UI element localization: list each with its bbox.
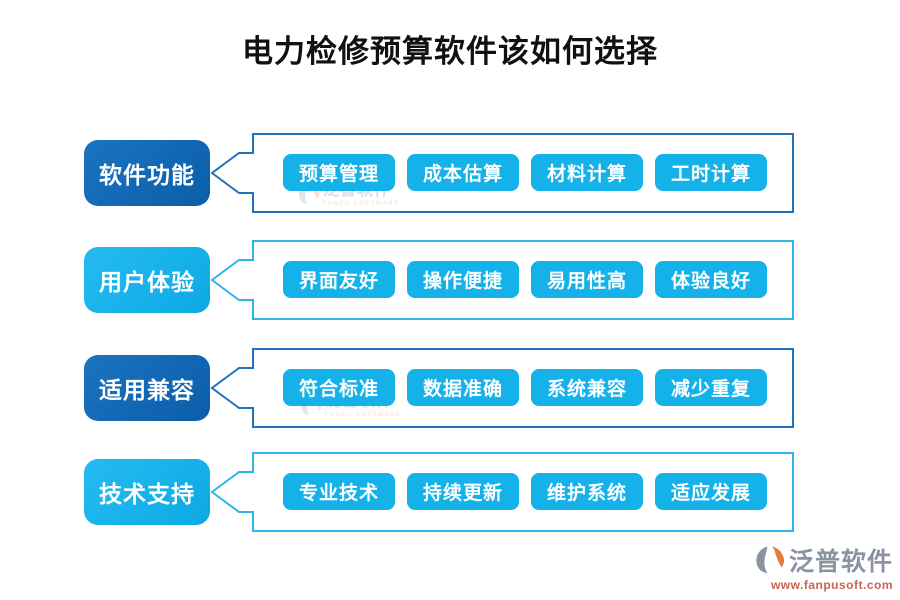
row-tech-support: 技术支持 专业技术 持续更新 维护系统 适应发展 [0, 452, 900, 532]
category-label-text: 用户体验 [99, 270, 195, 295]
brand-name: 泛普软件 [788, 549, 893, 576]
category-label-compatibility: 适用兼容 [84, 355, 210, 421]
feature-pill: 适应发展 [655, 473, 767, 510]
feature-pill: 系统兼容 [531, 369, 643, 406]
row-user-experience: 用户体验 界面友好 操作便捷 易用性高 体验良好 [0, 240, 900, 320]
page-title: 电力检修预算软件该如何选择 [242, 34, 658, 69]
category-label-text: 适用兼容 [99, 378, 195, 403]
feature-pill: 成本估算 [407, 154, 519, 191]
feature-pill: 符合标准 [283, 369, 395, 406]
feature-pill: 减少重复 [655, 369, 767, 406]
category-label-user-experience: 用户体验 [84, 247, 210, 313]
category-label-text: 软件功能 [99, 163, 195, 188]
feature-pill: 持续更新 [407, 473, 519, 510]
button-group: 符合标准 数据准确 系统兼容 减少重复 [283, 369, 767, 406]
fanpu-logo-icon [756, 546, 785, 574]
feature-pill: 数据准确 [407, 369, 519, 406]
footer-brand: 泛普软件 www.fanpusoft.com [755, 542, 893, 592]
category-label-software-functions: 软件功能 [84, 140, 210, 206]
feature-pill: 专业技术 [283, 473, 395, 510]
brand-url: www.fanpusoft.com [770, 578, 893, 592]
feature-pill: 界面友好 [283, 261, 395, 298]
button-group: 预算管理 成本估算 材料计算 工时计算 [283, 154, 767, 191]
feature-pill: 工时计算 [655, 154, 767, 191]
brand-row: 泛普软件 [755, 542, 893, 578]
button-group: 专业技术 持续更新 维护系统 适应发展 [283, 473, 767, 510]
feature-pill: 易用性高 [531, 261, 643, 298]
row-software-functions: 软件功能 预算管理 成本估算 材料计算 工时计算 [0, 133, 900, 213]
feature-pill: 体验良好 [655, 261, 767, 298]
feature-pill: 维护系统 [531, 473, 643, 510]
category-label-tech-support: 技术支持 [84, 459, 210, 525]
category-label-text: 技术支持 [99, 482, 195, 507]
feature-pill: 材料计算 [531, 154, 643, 191]
button-group: 界面友好 操作便捷 易用性高 体验良好 [283, 261, 767, 298]
feature-pill: 预算管理 [283, 154, 395, 191]
feature-pill: 操作便捷 [407, 261, 519, 298]
row-compatibility: 适用兼容 符合标准 数据准确 系统兼容 减少重复 [0, 348, 900, 428]
